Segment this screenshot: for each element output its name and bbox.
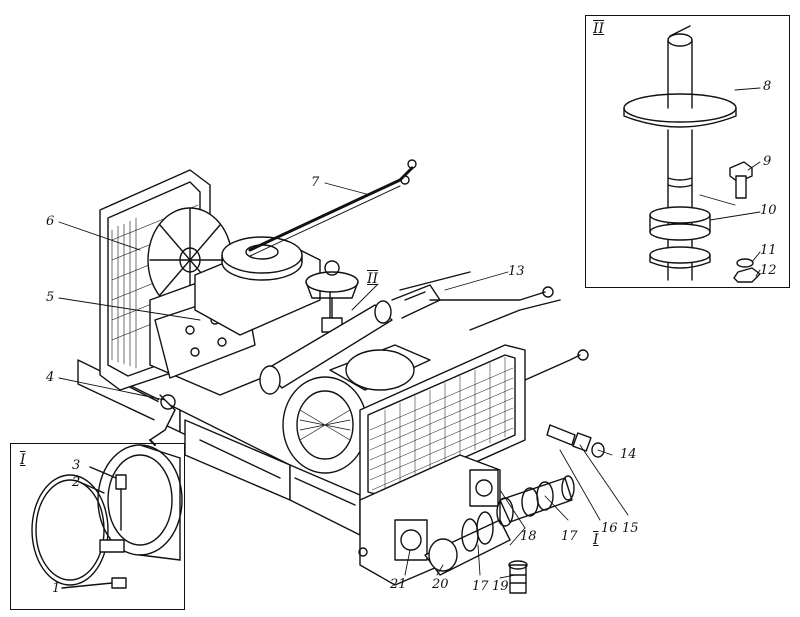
callout-11: 11 — [760, 243, 777, 258]
callout-2: 2 — [72, 475, 81, 490]
inset-2-title: II — [593, 21, 605, 37]
callout-9: 9 — [763, 154, 772, 169]
main-mark-2: II — [367, 271, 379, 287]
callout-19: 19 — [492, 579, 509, 594]
callout-18: 18 — [520, 529, 537, 544]
callout-17a: 17 — [561, 529, 578, 544]
callout-3: 3 — [72, 458, 81, 473]
callout-15: 15 — [622, 521, 639, 536]
callout-20: 20 — [432, 577, 449, 592]
callout-13: 13 — [508, 264, 525, 279]
drain-cock — [149, 394, 176, 446]
callout-7: 7 — [311, 175, 320, 190]
callout-14: 14 — [620, 447, 637, 462]
callout-17b: 17 — [472, 579, 489, 594]
callout-6: 6 — [46, 214, 55, 229]
callout-8: 8 — [763, 79, 772, 94]
callout-21: 21 — [390, 577, 407, 592]
inset-1-drawing — [31, 444, 183, 589]
callout-12: 12 — [760, 263, 777, 278]
callout-16: 16 — [601, 521, 618, 536]
plug-assembly — [546, 424, 605, 458]
inset-frame-1 — [10, 443, 185, 610]
callout-1: 1 — [52, 581, 61, 596]
callout-5: 5 — [46, 290, 55, 305]
leader-lines — [58, 182, 629, 579]
main-mark-1: I — [593, 532, 599, 548]
exhaust-silencer — [259, 284, 441, 395]
callout-10: 10 — [760, 203, 777, 218]
radiator-right — [359, 344, 526, 506]
suction-pipe — [424, 475, 575, 594]
inset-1-title: I — [20, 452, 26, 468]
generator — [282, 344, 431, 474]
inset-2-drawing — [623, 25, 761, 283]
air-cleaner — [305, 260, 359, 333]
inset-frame-2 — [585, 15, 790, 288]
hoses — [248, 159, 589, 381]
callout-4: 4 — [46, 370, 55, 385]
